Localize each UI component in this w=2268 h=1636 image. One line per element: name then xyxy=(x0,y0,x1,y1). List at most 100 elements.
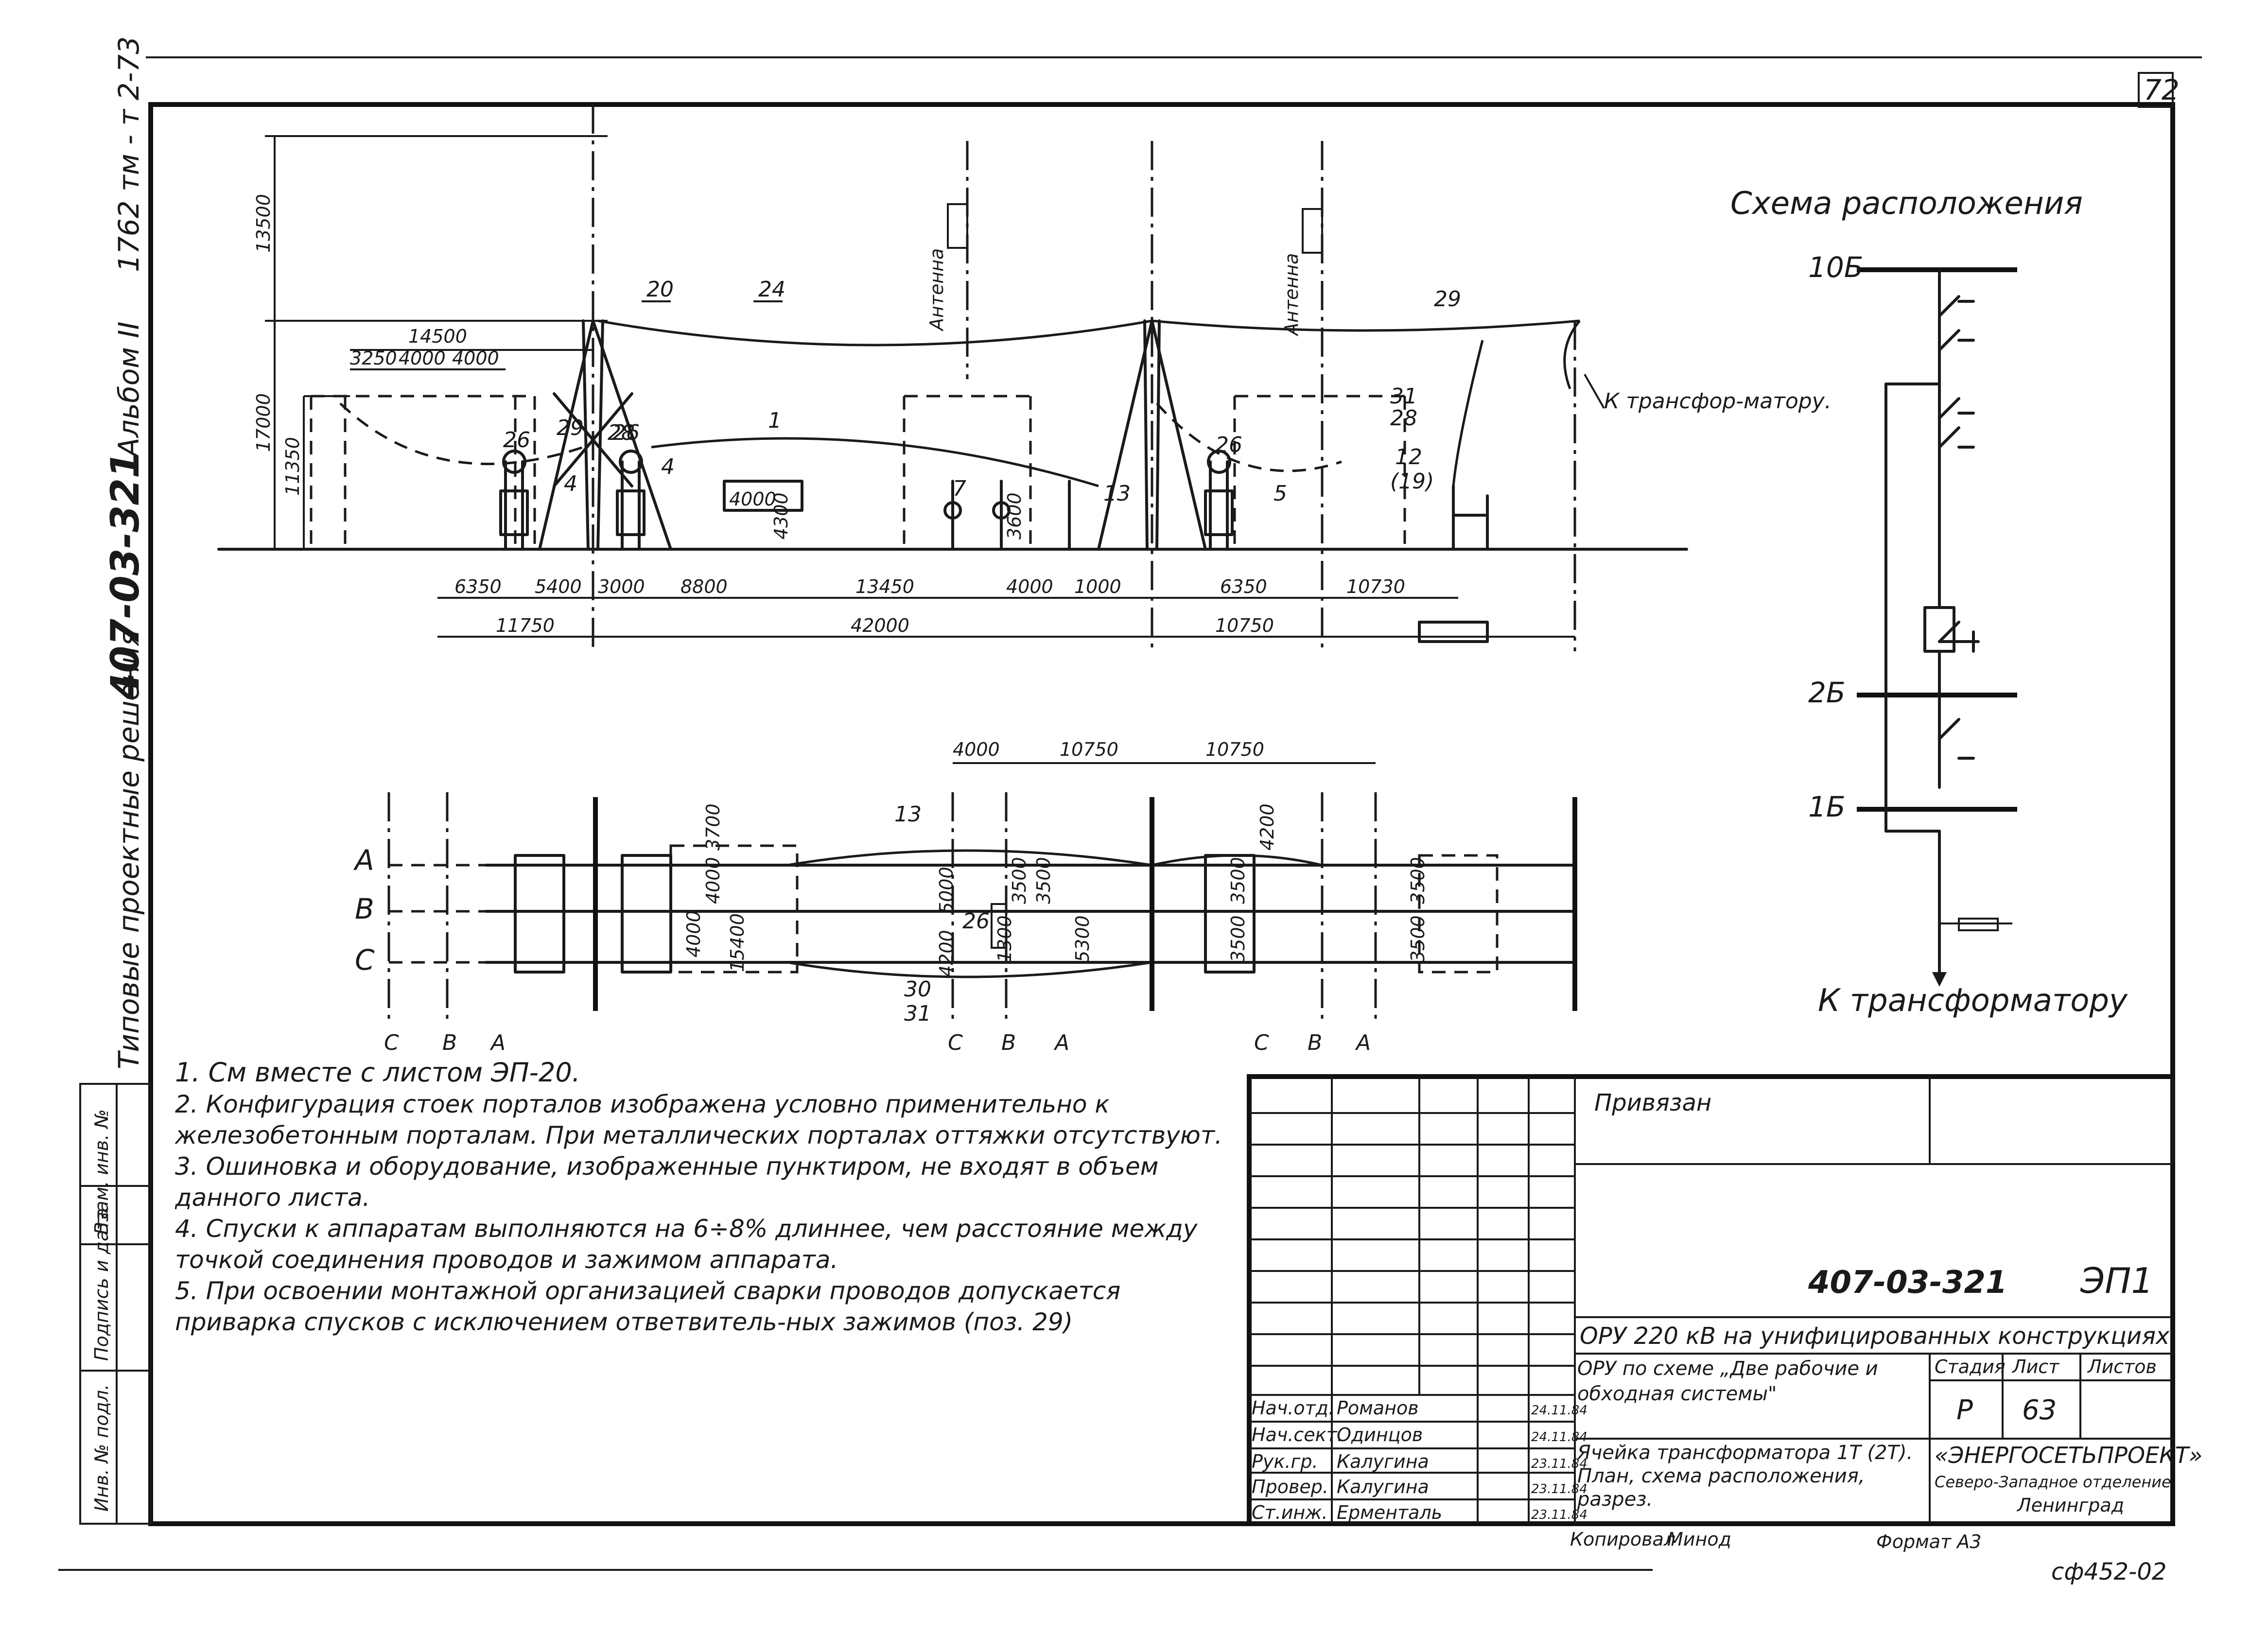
phase-label-b: B xyxy=(355,892,374,925)
dim-17000: 17000 xyxy=(253,393,274,452)
revision-grid-rows xyxy=(1249,1112,1575,1500)
org-branch: Северо-Западное отделение xyxy=(1935,1473,2171,1491)
plan-bottom-a1: A xyxy=(489,1030,506,1055)
dim-13450: 13450 xyxy=(855,576,914,597)
wire-span-1 xyxy=(597,319,1152,347)
plan-dim-10750-a: 10750 xyxy=(1060,739,1118,760)
dim-11350: 11350 xyxy=(282,437,303,496)
phase-label-c: C xyxy=(355,943,375,976)
note-3: 3. Ошиновка и оборудование, изображенные… xyxy=(175,1152,1159,1212)
dim-4000-inner: 4000 xyxy=(729,488,776,510)
note-5: 5. При освоении монтажной организацией с… xyxy=(175,1277,1121,1336)
side-stamp-columns: Инв. № подл. Подпись и дата Взам. инв. № xyxy=(79,1083,152,1525)
dim-4000-bottom: 4000 xyxy=(1006,576,1053,597)
side-column-1: Инв. № подл. xyxy=(91,1384,112,1512)
plan-view: A B C 4000 10750 10750 3700 4000 4000 15… xyxy=(353,739,1577,1055)
bus-label-10b: 10Б xyxy=(1808,251,1864,284)
plan-bottom-c2: C xyxy=(948,1030,963,1055)
plan-dim-15400: 15400 xyxy=(727,913,748,972)
dim-1000: 1000 xyxy=(1074,576,1121,597)
sig-role-2: Нач.сект. xyxy=(1252,1424,1343,1445)
dim-8800: 8800 xyxy=(680,576,728,597)
bus-label-1b: 1Б xyxy=(1808,790,1846,823)
pos-4-b: 4 xyxy=(661,454,675,479)
dim-3250: 3250 xyxy=(350,348,397,369)
dim-13500: 13500 xyxy=(253,194,274,253)
sig-date-3: 23.11.84 xyxy=(1531,1457,1588,1471)
sheet-mark: ЭП1 xyxy=(2080,1260,2153,1301)
privyazan-label: Привязан xyxy=(1594,1089,1711,1116)
plan-dim-1300: 1300 xyxy=(994,915,1015,962)
plan-dim-3500-f: 3500 xyxy=(1407,915,1429,962)
sheet-header: Лист xyxy=(2011,1356,2060,1377)
pos-1: 1 xyxy=(768,408,782,433)
plan-dim-4000-a: 4000 xyxy=(702,857,724,904)
pos-26-c: 26 xyxy=(1215,433,1242,457)
plan-bottom-c3: C xyxy=(1254,1030,1269,1055)
drawing-frame xyxy=(148,102,2175,1526)
title-block: Нач.отд. Романов 24.11.84 Нач.сект. Один… xyxy=(1247,1074,2202,1526)
stage-header: Стадия xyxy=(1935,1356,2006,1377)
pos-29-right: 29 xyxy=(1434,287,1461,312)
side-title-code: 407-03-321 xyxy=(103,451,148,700)
sig-date-2: 24.11.84 xyxy=(1531,1430,1588,1445)
to-transformer-note-1: К трансфор-матору. xyxy=(1604,389,1832,414)
antenna-label-left: Антенна xyxy=(926,248,947,332)
dim-4000-b: 4000 xyxy=(452,348,499,369)
pos-19: (19) xyxy=(1390,469,1434,494)
plan-bottom-a3: A xyxy=(1355,1030,1371,1055)
plan-dim-3500-b: 3500 xyxy=(1033,857,1054,904)
equipment-box xyxy=(723,480,803,512)
plan-dim-4000: 4000 xyxy=(953,739,1000,760)
copied-by-label: Копировал xyxy=(1570,1529,1675,1550)
plan-pos-30: 30 xyxy=(904,977,931,1002)
dim-10750: 10750 xyxy=(1215,615,1274,636)
side-title-album: Альбом II xyxy=(112,321,145,459)
dim-6350-b: 6350 xyxy=(1220,576,1267,597)
plan-dim-5300: 5300 xyxy=(1072,915,1093,962)
pos-20: 20 xyxy=(646,277,674,302)
bus-label-2b: 2Б xyxy=(1808,676,1846,709)
side-title: Типовые проектные решения 407-03-321 Аль… xyxy=(103,36,148,1069)
antenna-marker-right xyxy=(1302,208,1323,254)
plan-bottom-b3: B xyxy=(1308,1030,1322,1055)
side-column-2: Подпись и дата xyxy=(91,1208,112,1361)
plan-dim-3500-d: 3500 xyxy=(1227,915,1249,962)
plan-bottom-c1: C xyxy=(384,1030,399,1055)
dim-5400: 5400 xyxy=(535,576,582,597)
equipment-middle xyxy=(943,480,1071,551)
dim-10730: 10730 xyxy=(1346,576,1405,597)
page-number: 72 xyxy=(2144,73,2180,106)
plan-dim-3500-e: 3500 xyxy=(1407,857,1429,904)
pos-7: 7 xyxy=(953,476,966,501)
note-2: 2. Конфигурация стоек порталов изображен… xyxy=(175,1090,1222,1149)
equipment-left-2 xyxy=(616,450,646,551)
dim-11750: 11750 xyxy=(496,615,555,636)
stage-value: Р xyxy=(1956,1394,1973,1426)
elevation-view: 13500 17000 11350 14500 3250 4000 4000 xyxy=(217,104,1832,651)
sig-role-3: Рук.гр. xyxy=(1252,1451,1318,1472)
plan-bottom-a2: A xyxy=(1053,1030,1069,1055)
sig-date-1: 24.11.84 xyxy=(1531,1403,1588,1418)
sig-name-3: Калугина xyxy=(1337,1451,1429,1472)
pos-28-right: 28 xyxy=(1390,406,1417,431)
note-4: 4. Спуски к аппаратам выполняются на 6÷8… xyxy=(175,1215,1198,1274)
sig-name-2: Одинцов xyxy=(1337,1424,1423,1445)
transformer-portal xyxy=(1418,485,1489,643)
sheets-header: Листов xyxy=(2087,1356,2157,1377)
plan-dim-4200-a: 4200 xyxy=(936,930,957,977)
plan-bottom-b1: B xyxy=(442,1030,457,1055)
pos-13: 13 xyxy=(1103,481,1131,506)
equipment-left-1 xyxy=(499,450,529,551)
plan-dim-3500-c: 3500 xyxy=(1227,857,1249,904)
side-title-prefix: Типовые проектные решения xyxy=(112,629,145,1069)
dim-6350-a: 6350 xyxy=(454,576,502,597)
sig-role-4: Провер. xyxy=(1252,1476,1328,1497)
stamp-code: сф452-02 xyxy=(2051,1558,2166,1585)
pos-29-left: 29 xyxy=(557,416,584,440)
plan-dim-10750-b: 10750 xyxy=(1205,739,1264,760)
dim-4300: 4300 xyxy=(770,492,792,540)
sig-name-4: Калугина xyxy=(1337,1476,1429,1497)
corner-code: 1762 тм - т 2-73 xyxy=(112,36,145,272)
